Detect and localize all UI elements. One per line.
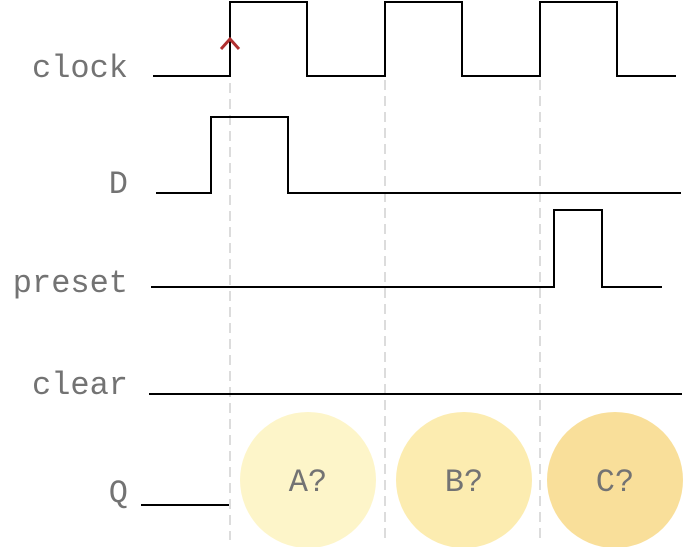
q-label: Q	[109, 475, 128, 512]
clock-label: clock	[32, 50, 128, 87]
caret-up-icon	[219, 36, 241, 51]
unknown-b: B?	[396, 412, 532, 547]
d-waveform	[156, 116, 681, 194]
unknown-c-circle	[547, 412, 683, 547]
d-label: D	[109, 166, 128, 203]
clear-label: clear	[32, 367, 128, 404]
preset-waveform	[151, 209, 662, 288]
unknown-c-label: C?	[596, 464, 634, 501]
unknown-a: A?	[240, 412, 376, 547]
unknown-b-circle	[396, 412, 532, 547]
unknown-a-circle	[240, 412, 376, 547]
clock-waveform	[153, 1, 676, 77]
unknown-c: C?	[547, 412, 683, 547]
unknown-b-label: B?	[445, 464, 483, 501]
preset-label: preset	[13, 265, 128, 302]
unknown-a-label: A?	[289, 464, 327, 501]
